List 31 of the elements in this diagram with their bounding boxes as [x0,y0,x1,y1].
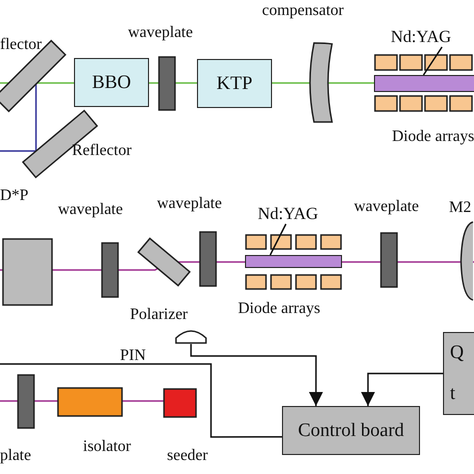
part-label: compensator [262,3,344,19]
part-label: Diode arrays [238,301,320,317]
part-label: D*P [0,188,28,204]
crystal-box [197,59,272,108]
part-label: waveplate [128,25,193,41]
box-label: Q [449,342,464,364]
part-label: Reflector [72,143,132,159]
box-label: BBO [92,72,132,94]
part-label: Polarizer [130,307,188,323]
part-label: PIN [120,348,146,364]
photodetector [175,330,207,344]
laser-rod [374,75,474,92]
box-label: t [449,382,456,405]
box-label: KTP [216,72,252,94]
part-label: flector [0,37,42,53]
laser-rod [245,255,342,268]
part-label: waveplate [58,202,123,218]
part-label: M2 [449,200,472,216]
part-label: Nd:YAG [386,27,456,47]
part-label: Nd:YAG [253,204,323,224]
arrow [360,372,443,406]
part-label: plate [0,448,32,464]
driver-box [443,332,474,415]
box-label: Control board [298,420,404,442]
part-label: isolator [83,439,131,455]
arrow [190,344,323,406]
control-board-box [282,406,420,455]
crystal-box [74,58,149,107]
part-label: seeder [167,448,208,464]
cable-line [0,363,282,438]
part-label: waveplate [157,196,222,212]
